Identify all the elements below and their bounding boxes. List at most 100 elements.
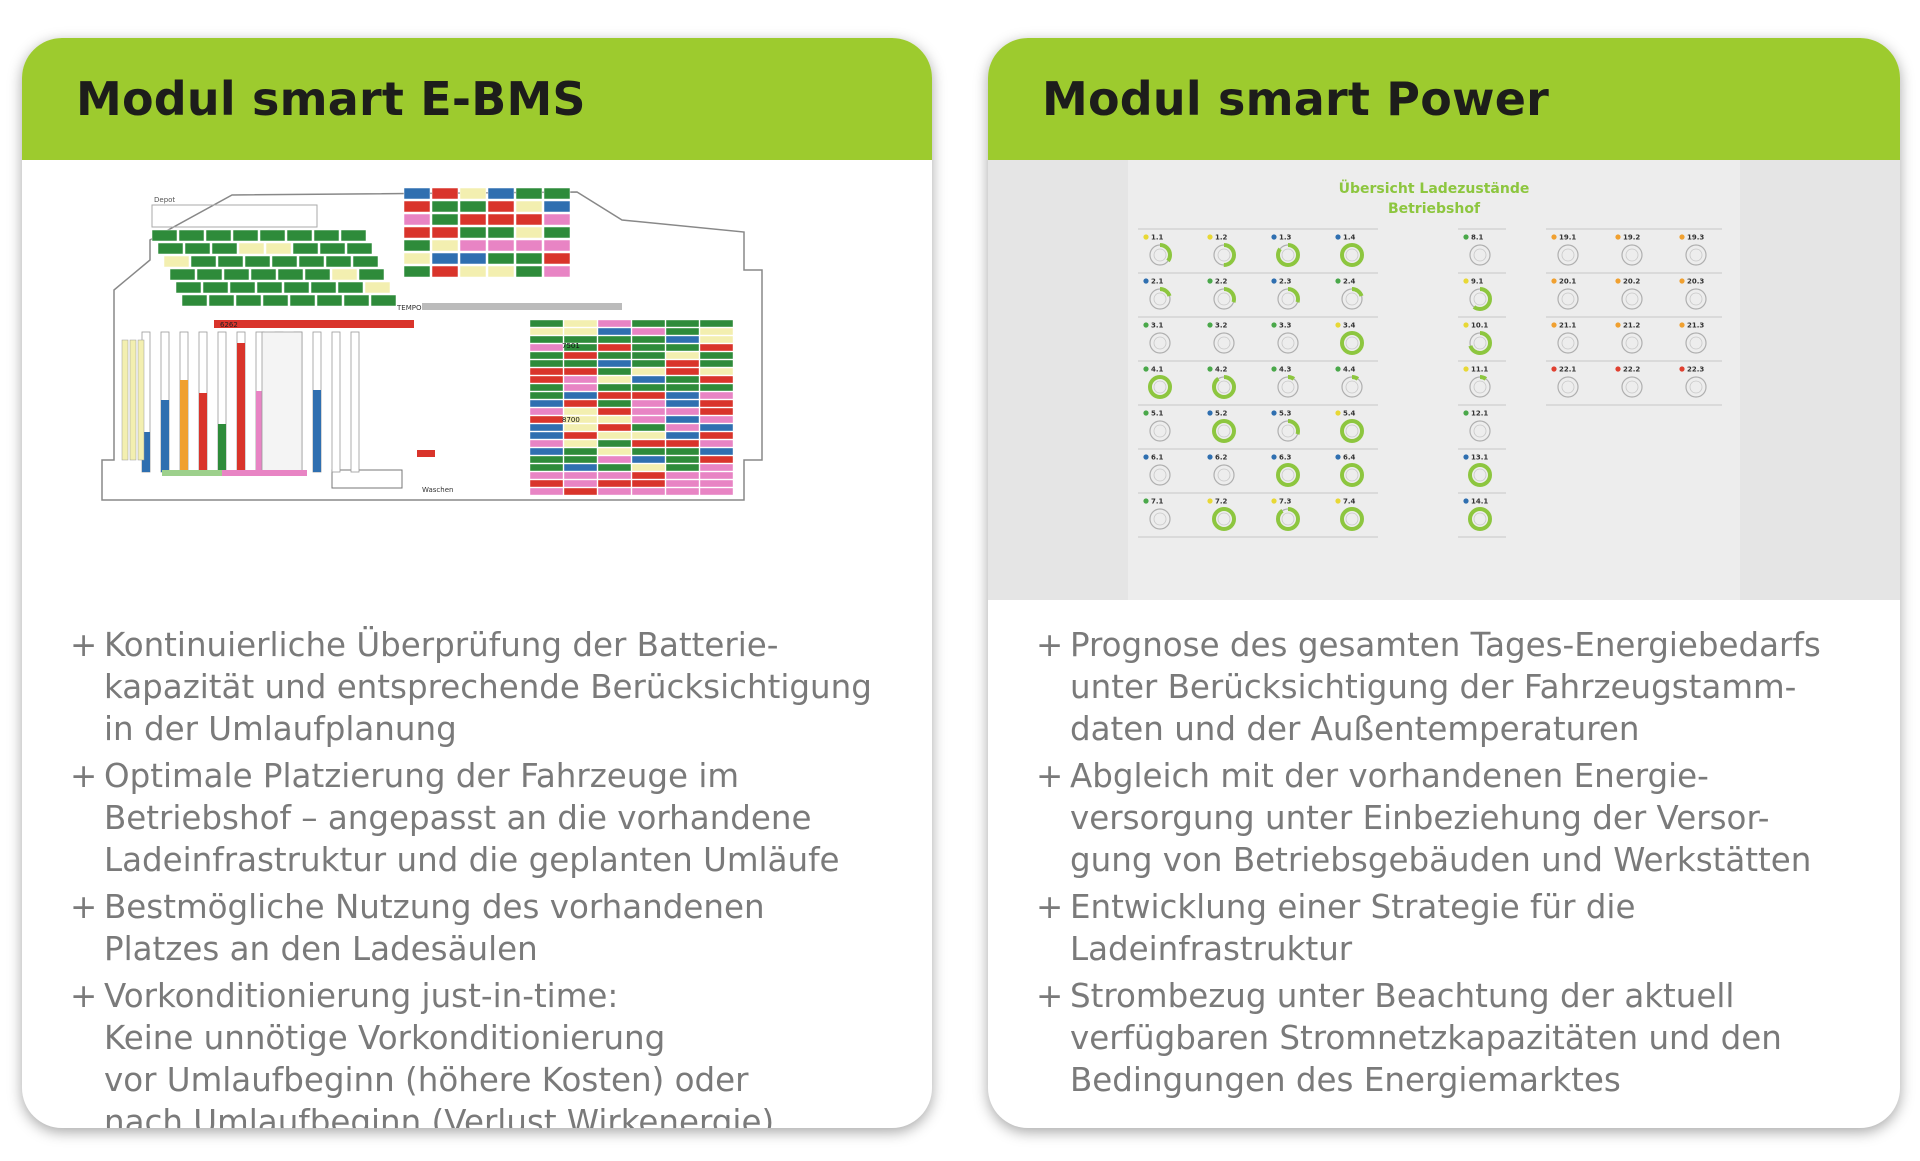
parking-slot — [631, 439, 666, 448]
gauge-ring-empty — [1213, 332, 1235, 354]
parking-slot — [487, 187, 515, 200]
feature-item: +Abgleich mit der vorhandenen Energie- v… — [1036, 757, 1812, 879]
parking-slot — [238, 242, 265, 255]
parking-slot — [665, 319, 700, 328]
gauge-ring-fill — [1276, 507, 1300, 531]
gauge-ring-inner — [1689, 292, 1703, 306]
gauge-label: 21.1 — [1559, 322, 1576, 330]
overview-title-line1: Übersicht Ladezustände — [1339, 179, 1530, 197]
parking-slot — [699, 423, 734, 432]
gauge-ring-inner — [1217, 380, 1231, 394]
gauge-ring-fill — [1212, 243, 1236, 267]
status-dot — [1335, 454, 1341, 460]
parking-slot — [431, 200, 459, 213]
parking-slot — [665, 327, 700, 336]
feature-list: +Prognose des gesamten Tages-Energiebeda… — [1036, 624, 1880, 1106]
gauge-ring-empty — [1557, 244, 1579, 266]
parking-slot — [431, 265, 459, 278]
parking-slot — [331, 268, 358, 281]
gauge-ring-fill — [1148, 243, 1172, 267]
feature-item: +Bestmögliche Nutzung des vorhandenen Pl… — [70, 888, 765, 968]
parking-slot — [352, 255, 379, 268]
parking-slot — [529, 463, 564, 472]
gauge-label: 20.3 — [1687, 278, 1704, 286]
parking-slot — [289, 294, 316, 307]
gauge-label: 4.1 — [1151, 366, 1164, 374]
gauge-label: 22.2 — [1623, 366, 1640, 374]
gauge-ring-inner — [1153, 512, 1167, 526]
parking-slot — [319, 242, 346, 255]
parking-slot — [631, 367, 666, 376]
gauge-label: 5.4 — [1343, 410, 1356, 418]
parking-slot — [313, 229, 340, 242]
parking-slot — [543, 265, 571, 278]
parking-slot — [184, 242, 211, 255]
parking-slot — [515, 213, 543, 226]
parking-slot — [178, 229, 205, 242]
parking-slot — [459, 239, 487, 252]
card-title: Modul smart Power — [1042, 72, 1549, 126]
bay-fill — [218, 424, 226, 472]
parking-slot — [223, 268, 250, 281]
parking-slot — [597, 415, 632, 424]
parking-slot — [543, 239, 571, 252]
gauge-label: 20.2 — [1623, 278, 1640, 286]
parking-slot — [699, 407, 734, 416]
gauge-label: 3.2 — [1215, 322, 1228, 330]
gauge-ring-inner — [1561, 336, 1575, 350]
gauge-label: 7.2 — [1215, 498, 1228, 506]
status-dot — [1271, 454, 1277, 460]
parking-slot — [699, 359, 734, 368]
soc-gauge: 7.1 — [1143, 498, 1171, 530]
parking-slot — [699, 391, 734, 400]
parking-slot — [597, 343, 632, 352]
gauge-ring-inner — [1345, 468, 1359, 482]
soc-gauge: 1.2 — [1207, 234, 1236, 267]
parking-slot — [202, 281, 229, 294]
parking-slot — [665, 343, 700, 352]
gauge-label: 7.3 — [1279, 498, 1292, 506]
tempo-label: TEMPO — [396, 304, 422, 312]
soc-gauge: 21.3 — [1679, 322, 1707, 354]
gauge-label: 19.2 — [1623, 234, 1640, 242]
parking-slot — [529, 327, 564, 336]
parking-slot — [631, 399, 666, 408]
soc-gauge: 21.1 — [1551, 322, 1579, 354]
parking-slot — [403, 226, 431, 239]
parking-slot — [597, 399, 632, 408]
feature-item: +Optimale Platzierung der Fahrzeuge im B… — [70, 757, 840, 879]
status-dot — [1143, 454, 1149, 460]
gauge-ring-inner — [1473, 380, 1487, 394]
gauge-ring-inner — [1473, 512, 1487, 526]
parking-slot — [459, 213, 487, 226]
parking-slot — [563, 415, 598, 424]
parking-slot — [515, 200, 543, 213]
gauge-label: 8.1 — [1471, 234, 1484, 242]
depot-building — [261, 331, 303, 473]
parking-slot — [403, 187, 431, 200]
bay-fill — [121, 339, 129, 461]
parking-slot — [403, 200, 431, 213]
parking-slot — [597, 359, 632, 368]
parking-slot — [699, 367, 734, 376]
soc-gauge: 12.1 — [1463, 410, 1491, 442]
bay-fill — [256, 391, 264, 472]
parking-slot — [529, 455, 564, 464]
depot-num-c: 7501 — [562, 342, 580, 350]
parking-slot — [631, 423, 666, 432]
parking-slot — [563, 455, 598, 464]
gauge-label: 13.1 — [1471, 454, 1488, 462]
parking-slot — [459, 226, 487, 239]
status-dot — [1463, 278, 1469, 284]
status-dot — [1615, 278, 1621, 284]
bottom-strip — [162, 470, 262, 476]
parking-slot — [459, 200, 487, 213]
soc-gauge: 1.3 — [1271, 234, 1300, 267]
gauge-label: 3.4 — [1343, 322, 1356, 330]
parking-slot — [699, 447, 734, 456]
plus-icon: + — [1036, 977, 1064, 1015]
parking-slot — [459, 187, 487, 200]
gauge-ring-fill — [1148, 287, 1172, 311]
gauge-ring-inner — [1345, 248, 1359, 262]
